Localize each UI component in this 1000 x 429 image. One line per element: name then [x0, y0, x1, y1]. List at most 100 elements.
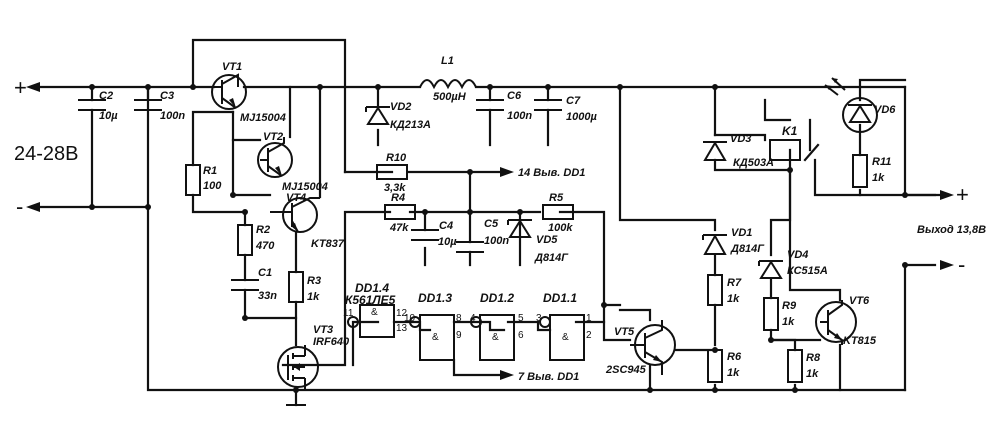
led-vd6 — [824, 77, 878, 133]
capacitor-c5 — [456, 241, 484, 253]
vt2-label: VT2 — [263, 131, 283, 143]
vd3-label: VD3 — [730, 133, 751, 145]
pin-8: 8 — [456, 313, 462, 324]
k1-label: K1 — [782, 124, 798, 138]
gate-dd1-4 — [347, 304, 395, 338]
r1-label: R1 — [203, 165, 217, 177]
resistor-r9 — [763, 297, 779, 331]
chip-part-label: К561ЛЕ5 — [345, 293, 396, 307]
input-voltage-label: 24-28В — [14, 143, 79, 165]
r8-label: R8 — [806, 352, 821, 364]
output-minus-sign: - — [958, 252, 965, 277]
pin-12: 12 — [396, 308, 408, 319]
pin7-label: 7 Выв. DD1 — [518, 371, 579, 383]
gate-dd1-1 — [539, 314, 585, 361]
capacitor-c2 — [78, 99, 106, 111]
resistor-r8 — [787, 349, 803, 383]
dd11-and-symbol: & — [562, 332, 569, 343]
r1-value: 100 — [203, 180, 222, 192]
vt5-label: VT5 — [614, 326, 635, 338]
resistor-r3 — [288, 271, 304, 303]
vd5-label: VD5 — [536, 234, 558, 246]
r8-value: 1k — [806, 368, 819, 380]
c4-value: 10µ — [438, 236, 457, 248]
vd1-label: VD1 — [731, 227, 752, 239]
pin-6: 6 — [518, 330, 524, 341]
input-plus-sign: + — [14, 75, 27, 100]
zener-vd4 — [758, 260, 783, 279]
dd11-label: DD1.1 — [543, 291, 577, 305]
pin-13: 13 — [396, 323, 408, 334]
pin-4: 4 — [470, 313, 476, 324]
vd3-type: КД503А — [733, 157, 774, 169]
l1-value: 500µH — [433, 91, 467, 103]
dd14-label: DD1.4 — [355, 281, 389, 295]
c6-label: C6 — [507, 90, 522, 102]
output-plus-arrow — [940, 190, 954, 200]
resistor-r1 — [185, 164, 201, 196]
gate-dd1-3 — [409, 314, 455, 361]
vt6-label: VT6 — [849, 295, 870, 307]
r5-label: R5 — [549, 192, 564, 204]
c4-label: C4 — [439, 220, 453, 232]
diode-vd3 — [703, 141, 727, 161]
capacitor-c3 — [134, 99, 162, 111]
dd13-label: DD1.3 — [418, 291, 452, 305]
resistor-r7 — [707, 274, 723, 306]
pin-5: 5 — [518, 313, 524, 324]
r9-label: R9 — [782, 300, 797, 312]
dd14-and-symbol: & — [371, 307, 378, 318]
r2-label: R2 — [256, 224, 270, 236]
capacitor-c1 — [231, 279, 259, 291]
vt1-type: MJ15004 — [240, 112, 286, 124]
r9-value: 1k — [782, 316, 795, 328]
r10-value: 3,3k — [384, 182, 406, 194]
c2-value: 10µ — [99, 110, 118, 122]
r7-label: R7 — [727, 277, 742, 289]
r6-label: R6 — [727, 351, 742, 363]
vd2-type: КД213А — [390, 119, 431, 131]
pin-1: 1 — [586, 313, 592, 324]
junctions — [89, 84, 908, 393]
r3-value: 1k — [307, 291, 320, 303]
vt3-label: VT3 — [313, 324, 333, 336]
pin-10: 10 — [404, 313, 416, 324]
wire-arrows — [26, 82, 954, 380]
pin14-label: 14 Выв. DD1 — [518, 167, 585, 179]
resistor-r10 — [376, 164, 408, 180]
resistor-r6 — [707, 349, 723, 383]
vt4-type: KT837 — [311, 238, 345, 250]
r7-value: 1k — [727, 293, 740, 305]
vt6-type: KT815 — [843, 335, 877, 347]
resistor-r4 — [384, 204, 416, 220]
c7-label: C7 — [566, 95, 581, 107]
output-voltage-label: Выход 13,8В — [917, 224, 986, 236]
dd12-label: DD1.2 — [480, 291, 514, 305]
r4-value: 47k — [389, 222, 409, 234]
vt3-type: IRF640 — [313, 336, 350, 348]
dd12-and-symbol: & — [492, 332, 499, 343]
transistor-vt2 — [257, 137, 293, 178]
output-plus-sign: + — [956, 182, 969, 207]
resistor-r2 — [237, 224, 253, 256]
transistor-vt4 — [270, 197, 320, 233]
relay-k1-coil — [769, 139, 801, 161]
mosfet-vt3 — [277, 345, 319, 390]
input-minus-arrow — [26, 202, 40, 212]
c7-value: 1000µ — [566, 111, 597, 123]
r2-value: 470 — [255, 240, 275, 252]
pin14-arrow — [500, 167, 514, 177]
c1-value: 33n — [258, 290, 277, 302]
resistor-r5 — [542, 204, 574, 220]
resistor-r11 — [852, 154, 868, 188]
c3-value: 100n — [160, 110, 185, 122]
vd2-label: VD2 — [390, 101, 411, 113]
transistor-vt5 — [630, 320, 676, 375]
r11-label: R11 — [872, 156, 891, 168]
pin-2: 2 — [586, 330, 592, 341]
vd5-type: Д814Г — [534, 252, 569, 264]
c6-value: 100n — [507, 110, 532, 122]
zener-vd5 — [507, 219, 532, 238]
